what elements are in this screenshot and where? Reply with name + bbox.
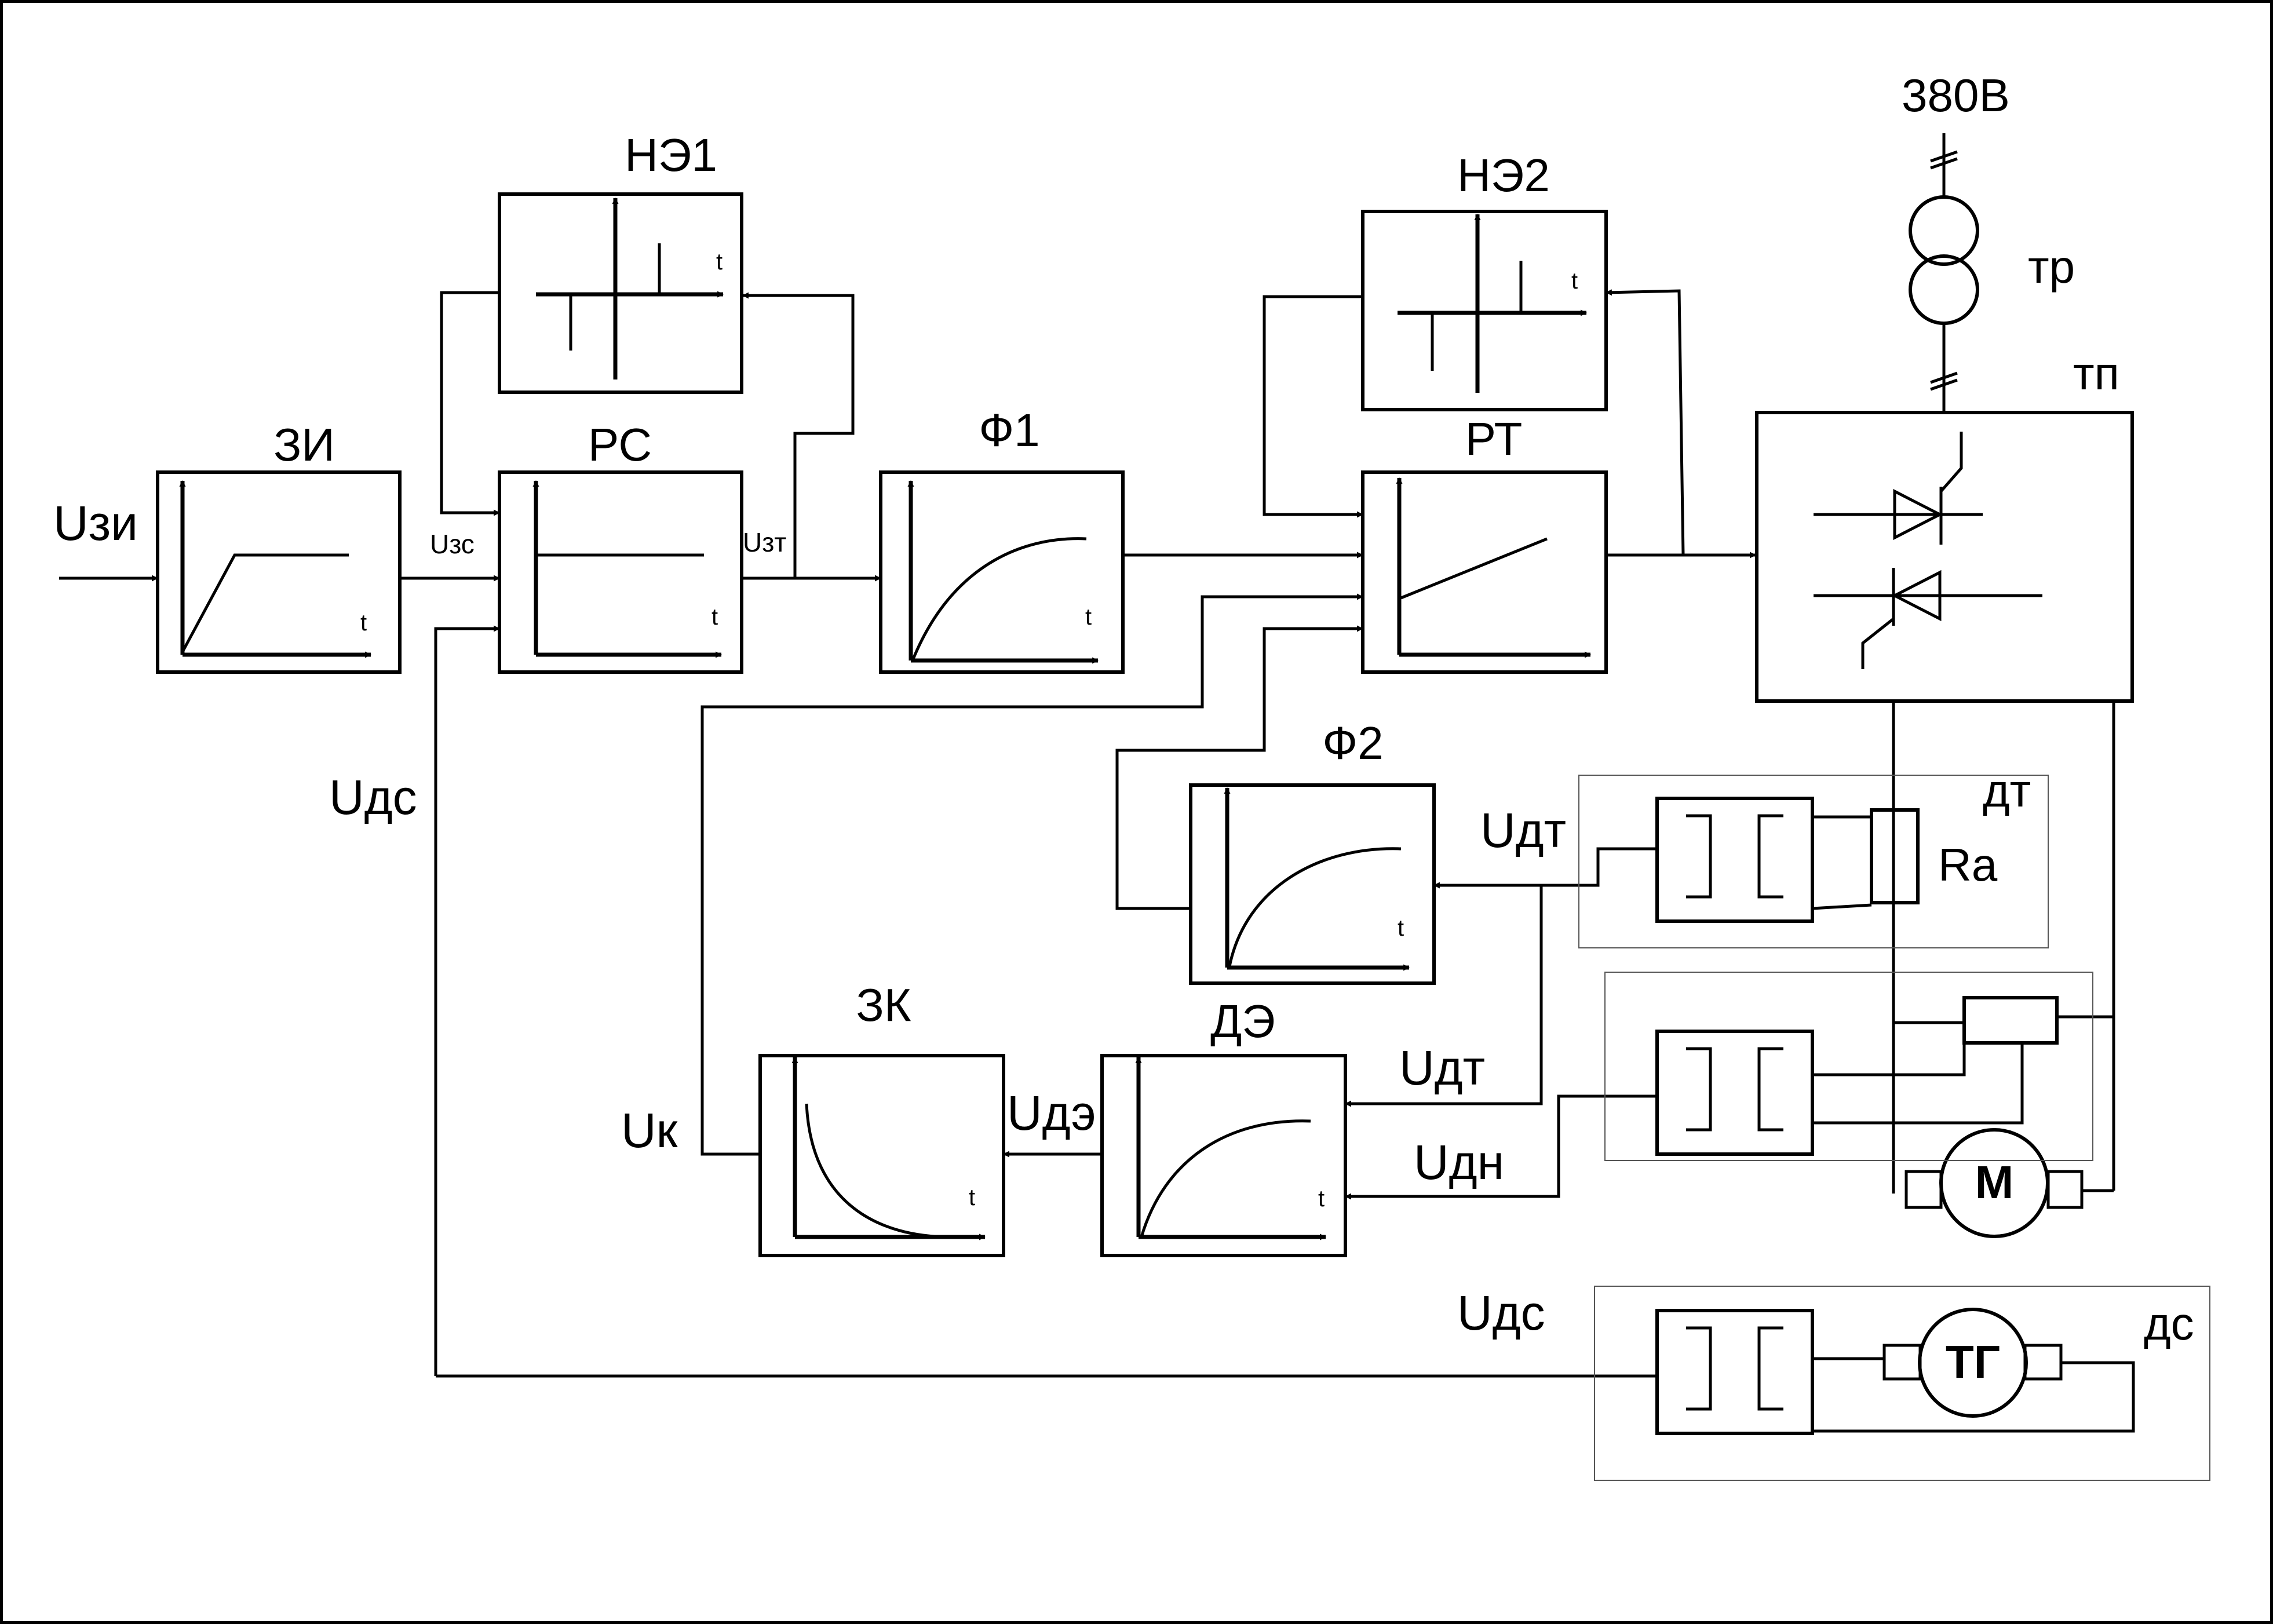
block-zk: t ЗК xyxy=(758,979,1005,1257)
block-zi-title: ЗИ xyxy=(273,419,335,470)
converter-label: тп xyxy=(2073,348,2119,399)
tachogenerator-label: ТГ xyxy=(1946,1336,2000,1388)
block-zk-title: ЗК xyxy=(856,979,911,1031)
signal-udt-f2: Uдт xyxy=(1480,803,1566,857)
signal-uk: Uк xyxy=(621,1103,678,1158)
block-ne2-title: НЭ2 xyxy=(1457,149,1550,201)
signal-uds-bottom: Uдс xyxy=(1457,1286,1545,1340)
signal-uds-left: Uдс xyxy=(329,770,417,824)
signal-ude: Uдэ xyxy=(1007,1086,1096,1140)
block-zi: t ЗИ xyxy=(156,419,402,674)
block-zi-axis-label: t xyxy=(360,610,367,636)
block-rt: РТ xyxy=(1361,413,1608,674)
block-f2: t Ф2 xyxy=(1189,717,1436,985)
block-de-axis-label: t xyxy=(1318,1186,1325,1211)
signal-uzt: Uзт xyxy=(743,527,786,557)
transformer-label: тр xyxy=(2028,241,2075,293)
shunt-label: Ra xyxy=(1938,839,1998,891)
block-rs: t РС xyxy=(498,419,743,674)
block-f2-title: Ф2 xyxy=(1322,717,1383,769)
current-sensor-dt xyxy=(1578,775,2049,948)
block-ne1-axis-label: t xyxy=(716,249,723,275)
block-f1-axis-label: t xyxy=(1085,604,1092,630)
block-rs-axis-label: t xyxy=(712,604,718,630)
signal-udt-de: Uдт xyxy=(1399,1041,1485,1095)
speed-sensor-ds xyxy=(1594,1286,2210,1481)
block-ne1-title: НЭ1 xyxy=(625,129,717,181)
supply-label: 380В xyxy=(1902,70,2010,121)
signal-uzi: Uзи xyxy=(53,496,138,550)
block-zk-axis-label: t xyxy=(969,1185,975,1210)
voltage-sensor xyxy=(1604,972,2093,1161)
block-f1-title: Ф1 xyxy=(979,404,1039,456)
speed-sensor-label: дс xyxy=(2144,1298,2194,1349)
thyristor-converter xyxy=(1755,411,2134,703)
motor-label: М xyxy=(1975,1156,2014,1208)
block-de: t ДЭ xyxy=(1100,995,1347,1257)
block-ne1: t НЭ1 xyxy=(498,129,743,394)
voltage-divider-resistor xyxy=(1962,996,2059,1045)
block-de-title: ДЭ xyxy=(1210,995,1275,1047)
block-f2-axis-label: t xyxy=(1398,915,1404,941)
block-rt-title: РТ xyxy=(1465,413,1523,465)
block-f1: t Ф1 xyxy=(879,404,1125,674)
signal-lines xyxy=(59,289,1757,1378)
power-section xyxy=(1755,133,2134,1238)
signal-uzs: Uзс xyxy=(430,529,475,559)
block-rs-title: РС xyxy=(588,419,652,470)
block-ne2: t НЭ2 xyxy=(1361,149,1608,411)
transformer-winding-bottom xyxy=(1909,254,1979,325)
signal-udn: Uдн xyxy=(1414,1135,1504,1189)
current-sensor-label: дт xyxy=(1983,765,2031,816)
shunt-resistor-ra xyxy=(1870,808,1920,904)
block-ne2-axis-label: t xyxy=(1571,268,1578,294)
transformer-winding-top xyxy=(1909,195,1979,266)
